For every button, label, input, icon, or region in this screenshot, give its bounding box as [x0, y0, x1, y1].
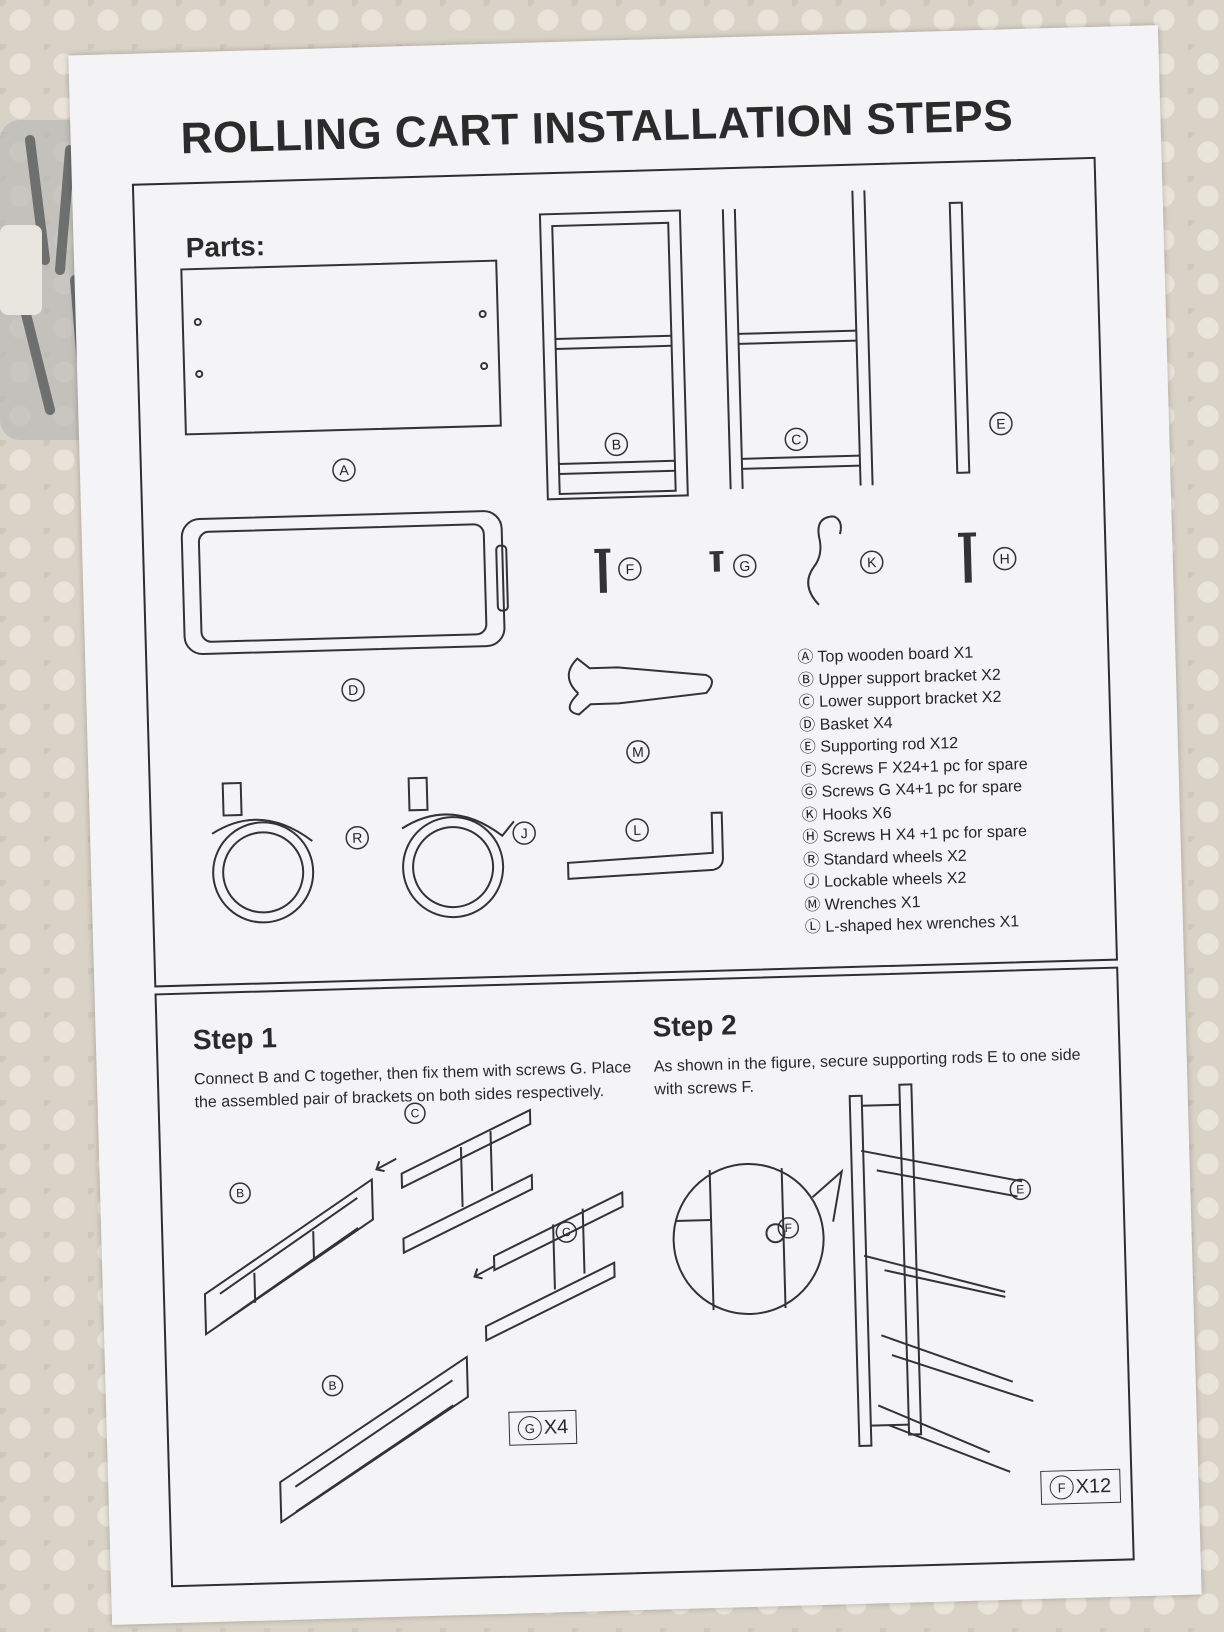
screw-h-drawing: [963, 534, 972, 583]
step-1-label-c-bottom: C: [562, 1225, 571, 1239]
step-1-label-b-bottom: B: [328, 1379, 336, 1393]
label-j: J: [520, 825, 527, 841]
label-a: A: [339, 462, 349, 478]
step-1-label-b-top: B: [236, 1186, 244, 1200]
basket-drawing: [180, 510, 509, 656]
step-2-frame-drawing: [848, 1083, 1034, 1473]
label-r: R: [352, 830, 363, 846]
screw-g-count: X4: [543, 1415, 569, 1439]
label-d: D: [348, 682, 359, 698]
steps-diagram: B C C B E F: [203, 1083, 1034, 1524]
step-2-label-f: F: [784, 1221, 792, 1235]
hex-wrench-drawing: [567, 811, 724, 880]
top-board-drawing: [180, 259, 502, 436]
label-m: M: [632, 744, 644, 760]
label-l: L: [633, 822, 641, 838]
parts-legend: Ⓐ Top wooden board X1 Ⓑ Upper support br…: [797, 641, 1032, 940]
supporting-rod-drawing: [948, 201, 971, 474]
standard-wheel-drawing: [211, 781, 315, 924]
step-2-detail-drawing: [672, 1162, 844, 1315]
label-f: F: [625, 561, 634, 577]
label-k: K: [867, 554, 877, 570]
instruction-sheet: ROLLING CART INSTALLATION STEPS Parts:: [68, 25, 1202, 1625]
screw-g-count-box: G X4: [508, 1409, 578, 1446]
parts-panel: Parts:: [131, 156, 1118, 988]
steps-panel: Step 1 Connect B and C together, then fi…: [154, 966, 1135, 1588]
step-1-assembly-drawing: [203, 1108, 624, 1524]
screw-g-drawing: [713, 553, 720, 572]
label-b: B: [611, 436, 621, 452]
parts-diagram: A B C E D F G K H M R J L: [180, 190, 1017, 924]
label-e: E: [996, 415, 1006, 431]
label-h: H: [999, 550, 1010, 566]
page-title: ROLLING CART INSTALLATION STEPS: [179, 91, 1014, 164]
step-2-label-e: E: [1016, 1182, 1024, 1196]
label-c: C: [791, 431, 802, 447]
lockable-wheel-drawing: [401, 776, 515, 919]
screw-f-count: X12: [1075, 1474, 1112, 1498]
screw-f-count-box: F X12: [1040, 1468, 1121, 1505]
label-g: G: [739, 558, 750, 574]
screw-f-drawing: [598, 550, 608, 593]
hook-drawing: [807, 515, 842, 606]
screw-f-icon: F: [1049, 1475, 1074, 1500]
step-1-label-c-top: C: [410, 1106, 419, 1120]
wrench-drawing: [567, 657, 714, 716]
bag-label-icon: [0, 225, 42, 315]
lower-bracket-drawing: [721, 190, 874, 490]
upper-bracket-drawing: [538, 209, 689, 501]
screw-g-icon: G: [517, 1415, 543, 1441]
